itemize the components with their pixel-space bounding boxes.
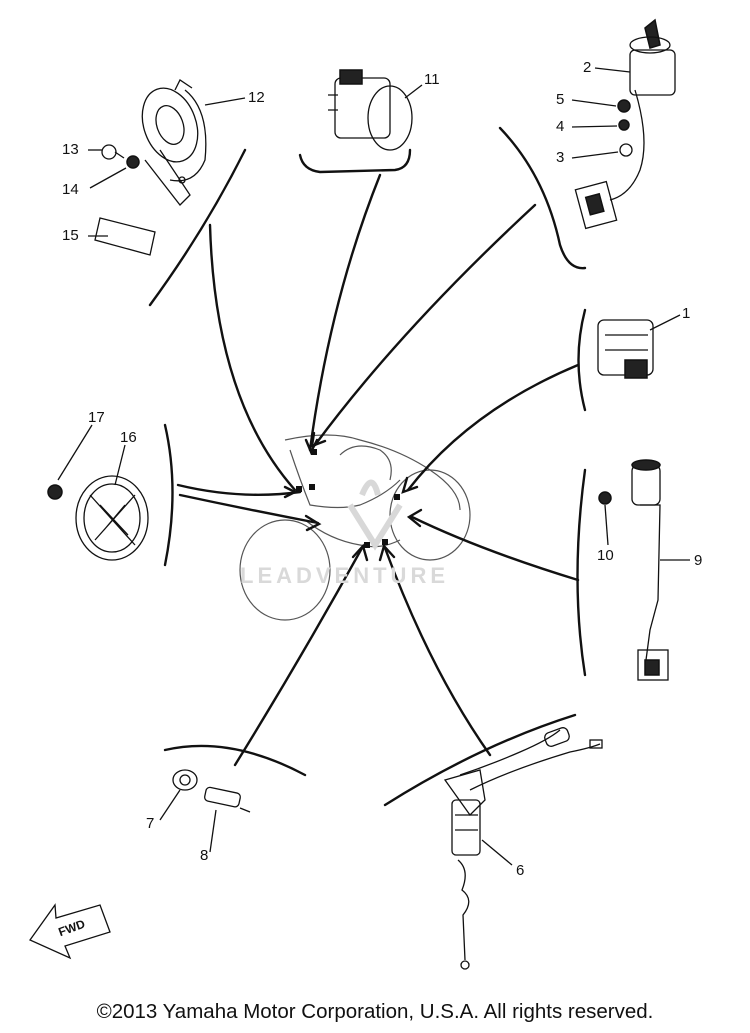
motorcycle-outline <box>239 434 471 621</box>
part-label-13: 13 <box>62 141 79 158</box>
copyright-notice: ©2013 Yamaha Motor Corporation, U.S.A. A… <box>96 1000 654 1023</box>
part-label-14: 14 <box>62 181 79 198</box>
part-label-17: 17 <box>88 409 105 426</box>
lead-switch-group <box>378 543 603 970</box>
part-label-5: 5 <box>556 91 565 108</box>
fwd-arrow-icon <box>29 903 111 960</box>
neutral-switch-group <box>406 459 690 681</box>
part-label-4: 4 <box>556 118 565 135</box>
oil-switch-group <box>159 543 369 853</box>
part-label-12: 12 <box>248 89 265 106</box>
relay-group <box>401 308 681 494</box>
part-label-9: 9 <box>694 552 703 569</box>
part-label-11: 11 <box>424 71 440 88</box>
main-switch-group <box>310 18 676 448</box>
part-label-16: 16 <box>120 429 137 446</box>
center-markers <box>296 449 400 548</box>
watermark-logo <box>347 479 403 551</box>
parts-diagram <box>29 18 690 970</box>
part-label-2: 2 <box>583 59 592 76</box>
watermark-text: LEADVENTURE <box>240 563 450 588</box>
part-label-10: 10 <box>597 547 614 564</box>
lens-group <box>47 423 322 567</box>
part-label-1: 1 <box>682 305 691 322</box>
flasher-group <box>298 69 423 455</box>
part-label-7: 7 <box>146 815 155 832</box>
part-label-6: 6 <box>516 862 525 879</box>
part-label-15: 15 <box>62 227 79 244</box>
part-label-8: 8 <box>200 847 209 864</box>
part-label-3: 3 <box>556 149 565 166</box>
